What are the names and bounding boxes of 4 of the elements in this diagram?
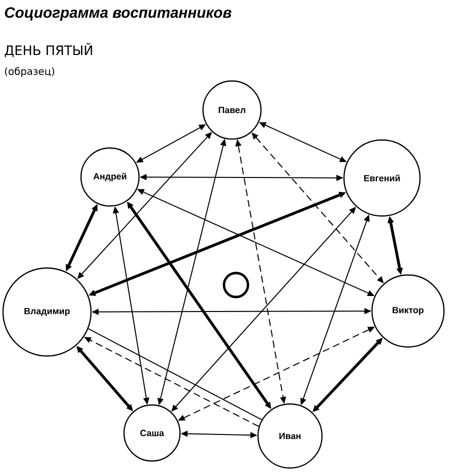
note: (образец) (5, 67, 54, 77)
title: Социограмма воспитанников (4, 7, 232, 21)
empty-circle (222, 272, 250, 298)
subtitle: ДЕНЬ ПЯТЫЙ (4, 42, 92, 58)
